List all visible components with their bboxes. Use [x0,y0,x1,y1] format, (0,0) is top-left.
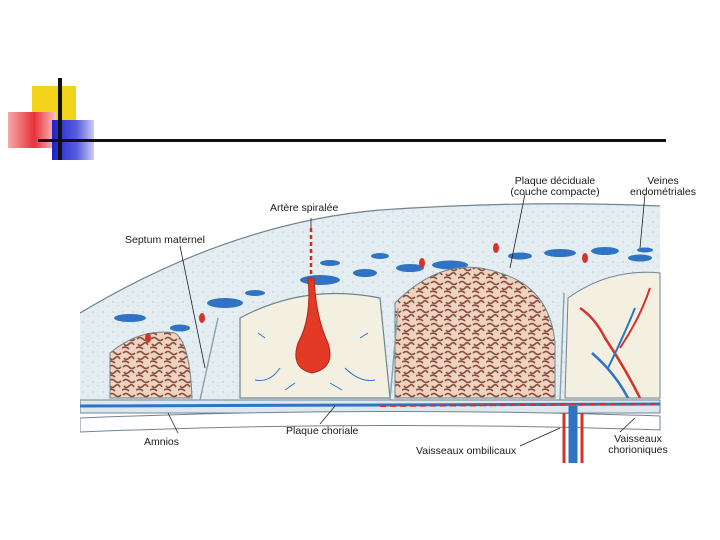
intervillous-space-left [109,331,193,399]
endometrial-veins [114,247,653,332]
label-artere-spiralee: Artère spiralée [270,202,339,214]
red-deco-square [8,112,56,148]
maternal-septa [199,292,565,401]
spiral-arteries [145,243,588,343]
label-plaque-deciduale: Plaque déciduale (couche compacte) [495,176,615,198]
label-plaque-deciduale-line1: Plaque déciduale [514,175,596,187]
label-veines: Veines endométriales [623,176,703,198]
label-vaisseaux-chorioniques: Vaisseaux chorioniques [598,434,678,456]
cotyledon-villi [394,266,556,399]
label-plaque-choriale: Plaque choriale [286,425,359,437]
label-veines-line2: endométriales [630,186,696,198]
label-amnios: Amnios [144,436,180,448]
label-veines-line1: Veines [647,175,679,187]
label-plaque-deciduale-line2: (couche compacte) [510,186,600,198]
placenta-diagram: Plaque déciduale (couche compacte) Veine… [79,168,696,468]
horizontal-rule [38,139,666,142]
label-vaisseaux-chorioniques-line1: Vaisseaux [614,433,662,445]
placenta-illustration [79,193,661,463]
vertical-rule [58,78,62,160]
umbilical-vessels [562,406,584,463]
amnion [79,410,661,433]
intervillous-space-right [564,271,661,399]
label-vaisseaux-ombilicaux: Vaisseaux ombilicaux [416,445,517,457]
chorionic-vessels [579,287,651,399]
label-vaisseaux-chorioniques-line2: chorioniques [608,444,668,456]
spiral-artery-jet [295,277,331,374]
leader-lines [167,193,646,447]
flow-arrows [254,332,376,391]
label-septum-maternel: Septum maternel [125,234,205,246]
